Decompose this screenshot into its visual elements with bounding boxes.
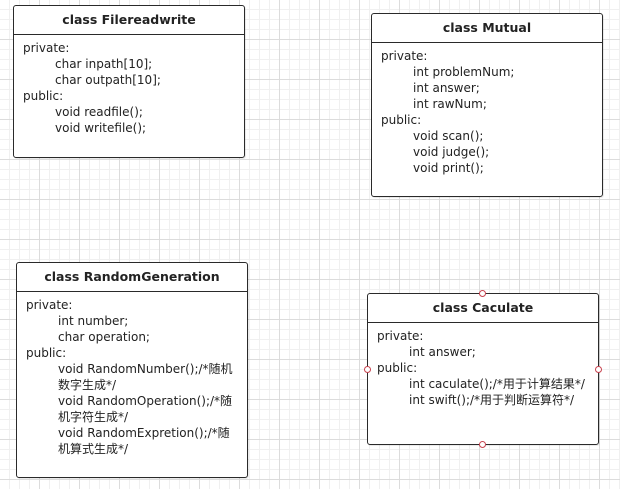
section-label-public: public: [23, 89, 64, 103]
class-title: class RandomGeneration [17, 263, 247, 292]
method-swift: int swift();/*用于判断运算符*/ [409, 393, 575, 407]
class-box-randomgeneration[interactable]: class RandomGeneration private: int numb… [16, 262, 248, 478]
member-outpath: char outpath[10]; [55, 73, 161, 87]
class-body: private: int number; char operation; pub… [17, 292, 247, 461]
method-writefile: void writefile(); [55, 121, 147, 135]
method-scan: void scan(); [413, 129, 484, 143]
class-body: private: char inpath[10]; char outpath[1… [14, 35, 244, 140]
connection-handle-left[interactable] [364, 366, 371, 373]
member-answer: int answer; [413, 81, 480, 95]
class-title: class Mutual [372, 14, 602, 43]
connection-handle-top[interactable] [479, 290, 486, 297]
section-label-private: private: [23, 41, 70, 55]
method-caculate: int caculate();/*用于计算结果*/ [409, 377, 585, 391]
class-box-mutual[interactable]: class Mutual private: int problemNum; in… [371, 13, 603, 197]
method-readfile: void readfile(); [55, 105, 143, 119]
member-operation: char operation; [58, 330, 150, 344]
member-answer: int answer; [409, 345, 476, 359]
section-label-public: public: [377, 361, 418, 375]
section-label-private: private: [381, 49, 428, 63]
member-inpath: char inpath[10]; [55, 57, 153, 71]
section-label-private: private: [377, 329, 424, 343]
member-number: int number; [58, 314, 129, 328]
section-label-private: private: [26, 298, 73, 312]
member-problemnum: int problemNum; [413, 65, 515, 79]
method-judge: void judge(); [413, 145, 490, 159]
member-rawnum: int rawNum; [413, 97, 487, 111]
class-body: private: int answer; public: int caculat… [368, 323, 598, 412]
connection-handle-right[interactable] [595, 366, 602, 373]
method-randomoperation: void RandomOperation();/*随机字符生成*/ [58, 394, 233, 424]
method-randomexpretion: void RandomExpretion();/*随机算式生成*/ [58, 426, 230, 456]
class-title: class Caculate [368, 294, 598, 323]
method-print: void print(); [413, 161, 484, 175]
section-label-public: public: [381, 113, 422, 127]
section-label-public: public: [26, 346, 67, 360]
class-box-caculate[interactable]: class Caculate private: int answer; publ… [367, 293, 599, 445]
class-title: class Filereadwrite [14, 6, 244, 35]
connection-handle-bottom[interactable] [479, 441, 486, 448]
class-box-filereadwrite[interactable]: class Filereadwrite private: char inpath… [13, 5, 245, 158]
method-randomnumber: void RandomNumber();/*随机数字生成*/ [58, 362, 233, 392]
class-body: private: int problemNum; int answer; int… [372, 43, 602, 180]
